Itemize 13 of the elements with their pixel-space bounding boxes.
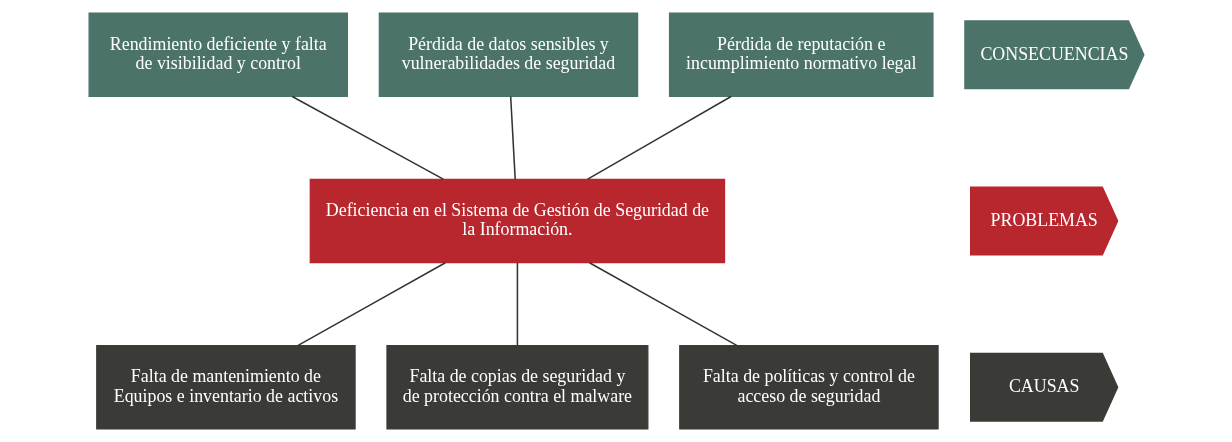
node-box: Pérdida de reputación e incumplimiento normativo legal bbox=[668, 12, 934, 97]
node-box: Pérdida de datos sensibles y vulnerabilidades de seguridad bbox=[378, 12, 638, 97]
connector bbox=[290, 95, 444, 180]
connector bbox=[588, 261, 737, 347]
connector bbox=[296, 261, 446, 347]
node-box: Rendimiento deficiente y falta de visibilidad y control bbox=[87, 12, 348, 97]
connector bbox=[509, 95, 516, 180]
node-box: Falta de políticas y control de acceso de seguridad bbox=[678, 345, 939, 430]
node-box: Falta de mantenimiento de Equipos e inventario de activos bbox=[95, 345, 356, 430]
connector bbox=[586, 95, 732, 180]
node-box: Deficiencia en el Sistema de Gestión de Seguridad de la Información. bbox=[309, 178, 725, 264]
node-box: Falta de copias de seguridad y de protección contra el malware bbox=[385, 345, 648, 430]
connector bbox=[516, 261, 518, 347]
